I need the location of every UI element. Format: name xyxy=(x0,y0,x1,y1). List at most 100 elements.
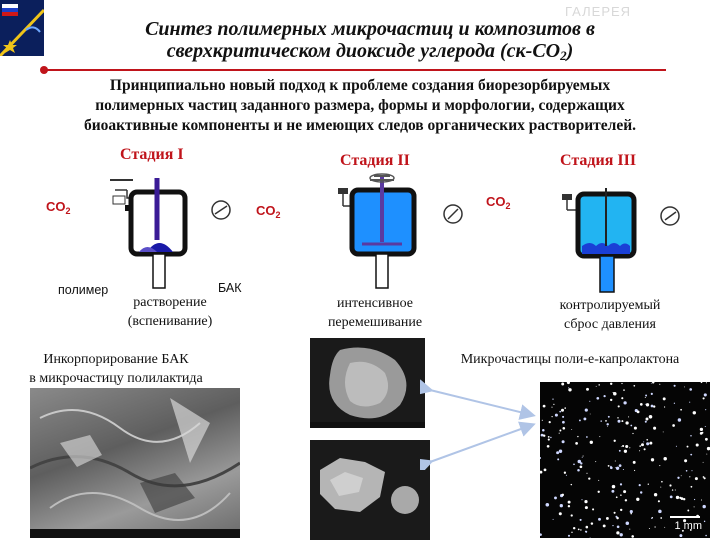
microparticle-dot xyxy=(703,462,704,463)
microparticle-dot xyxy=(547,445,550,448)
microparticle-dot xyxy=(581,499,582,500)
microparticle-dot xyxy=(687,446,689,448)
microparticle-dot xyxy=(684,459,687,462)
microparticle-dot xyxy=(690,435,692,437)
microparticle-dot xyxy=(616,496,618,498)
microparticle-dot xyxy=(631,535,634,538)
microparticle-dot xyxy=(559,411,561,413)
stage-2-caption-line-1: интенсивное xyxy=(310,294,440,313)
microparticle-dot xyxy=(639,445,641,447)
microparticle-dot xyxy=(674,385,676,387)
microparticle-dot xyxy=(663,457,666,460)
stage-3-reactor xyxy=(520,180,705,295)
microparticle-dot xyxy=(610,399,612,401)
page-title: Синтез полимерных микрочастиц и композит… xyxy=(60,18,680,67)
microparticle-dot xyxy=(640,491,642,493)
microparticle-dot xyxy=(664,406,665,407)
watermark: ГАЛЕРЕЯ xyxy=(565,4,631,19)
microparticle-dot xyxy=(651,393,653,395)
microparticle-dot xyxy=(580,519,582,521)
microparticle-dot xyxy=(583,455,584,456)
microparticle-dot xyxy=(616,467,619,470)
microparticle-dot xyxy=(705,426,706,427)
microparticle-dot xyxy=(649,415,653,419)
microparticle-dot xyxy=(644,448,646,450)
particle-1-scale-bar xyxy=(310,422,425,428)
stage-1-co2-text: CO xyxy=(46,199,66,214)
stage-1-co2-label: CO2 xyxy=(46,199,71,216)
microparticle-dot xyxy=(700,432,703,435)
microparticle-dot xyxy=(660,517,662,519)
microparticle-dot xyxy=(568,501,571,504)
microparticle-dot xyxy=(658,510,662,514)
microparticle-dot xyxy=(679,534,682,537)
microparticle-dot xyxy=(606,423,608,425)
microparticle-dot xyxy=(571,484,572,485)
microparticle-dot xyxy=(676,496,679,499)
stage-1-caption-line-2: (вспенивание) xyxy=(110,312,230,331)
connector-arrows xyxy=(420,370,545,470)
microparticle-dot xyxy=(691,470,692,471)
microparticle-dot xyxy=(672,489,673,490)
microparticle-dot xyxy=(652,382,654,384)
microparticle-dot xyxy=(586,526,589,529)
microparticle-dot xyxy=(706,382,707,383)
microparticle-dot xyxy=(658,500,660,502)
microparticle-dot xyxy=(633,461,636,464)
microparticle-dot xyxy=(599,436,600,437)
microparticle-dot xyxy=(643,441,644,442)
microparticle-dot xyxy=(618,420,621,423)
microparticle-dot xyxy=(676,446,677,447)
particle-2-shape xyxy=(310,440,430,540)
microparticle-dot xyxy=(612,525,613,526)
microparticle-dot xyxy=(694,499,695,500)
arrow-bottom xyxy=(430,425,532,462)
incorporation-caption: Инкорпорирование БАК в микрочастицу поли… xyxy=(4,350,228,388)
microparticle-dot xyxy=(687,510,689,512)
stage-3-co2-label: CO2 xyxy=(486,194,511,211)
microparticle-dot xyxy=(646,442,649,445)
microparticle-dot xyxy=(549,421,551,423)
microparticle-dot xyxy=(557,458,559,460)
microparticle-dot xyxy=(622,445,624,447)
microparticle-dot xyxy=(563,427,566,430)
microparticle-dot xyxy=(598,491,600,493)
microparticle-dot xyxy=(546,503,550,507)
microparticle-dot xyxy=(645,404,646,405)
microparticle-dot xyxy=(630,513,632,515)
microparticle-dot xyxy=(690,454,692,456)
microparticle-dot xyxy=(605,420,607,422)
microparticle-dot xyxy=(620,509,622,511)
stage-2-title: Стадия II xyxy=(340,152,410,170)
microparticle-dot xyxy=(562,494,564,496)
microparticle-dot xyxy=(651,405,654,408)
microparticle-dot xyxy=(553,404,554,405)
microparticle-dot xyxy=(683,498,685,500)
microparticle-dot xyxy=(684,386,685,387)
microparticle-dot xyxy=(653,405,655,407)
stage-3-caption-line-1: контролируемый xyxy=(535,296,685,315)
microparticles-image: 1 mm xyxy=(540,382,710,538)
microparticle-dot xyxy=(540,471,542,474)
polymer-label: полимер xyxy=(58,283,108,297)
microparticle-dot xyxy=(678,418,681,421)
stage-3-co2-sub: 2 xyxy=(506,201,511,211)
microparticle-dot xyxy=(617,525,620,528)
microparticle-dot xyxy=(654,526,655,527)
microparticle-dot xyxy=(608,465,610,467)
microparticle-dot xyxy=(559,433,560,434)
microparticle-dot xyxy=(586,436,588,438)
stage-3-caption: контролируемый сброс давления xyxy=(535,296,685,334)
microparticle-dot xyxy=(645,395,647,397)
microparticle-dot xyxy=(571,429,572,430)
microparticle-dot xyxy=(614,440,616,442)
microparticle-dot xyxy=(551,416,552,417)
intro-line-1: Принципиально новый подход к проблеме со… xyxy=(30,76,690,96)
sem-image-polylactide xyxy=(30,388,240,538)
microparticle-dot xyxy=(562,421,565,424)
microparticle-dot xyxy=(681,497,684,500)
microparticle-dot xyxy=(680,409,682,411)
microparticle-dot xyxy=(686,470,688,472)
microparticle-dot xyxy=(623,389,625,391)
scale-bar-line xyxy=(670,516,700,518)
